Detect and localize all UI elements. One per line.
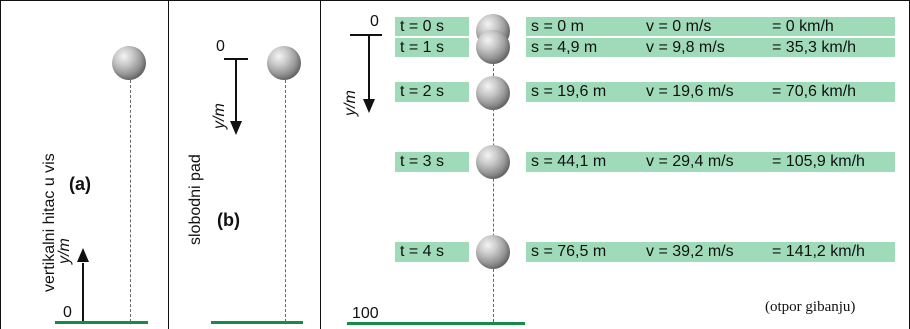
velocity-label: v = 29,4 m/s: [646, 153, 734, 170]
free-fall-label: slobodni pad: [187, 154, 204, 245]
distance-label: s = 0 m: [531, 18, 584, 35]
zero-label: 0: [216, 38, 225, 55]
panel-b: 0 slobodni pad y/m (b): [168, 0, 320, 329]
ball-2s: [476, 76, 510, 110]
left-border: [0, 0, 1, 329]
data-box-3: [526, 152, 895, 172]
time-box-0: [395, 17, 469, 36]
distance-label: s = 76,5 m: [531, 243, 607, 260]
speed-kmh-label: = 141,2 km/h: [772, 243, 865, 260]
data-box-1: [526, 38, 895, 57]
down-arrow-icon: [230, 121, 242, 135]
time-box-2: [395, 82, 469, 102]
time-box-1: [395, 38, 469, 57]
zero-label: 0: [370, 13, 379, 30]
dash-trajectory: [130, 80, 131, 322]
data-box-0: [526, 17, 895, 36]
dash-trajectory: [493, 48, 494, 322]
axis-label: y/m: [211, 103, 228, 129]
ball-4s: [476, 235, 510, 269]
velocity-label: v = 39,2 m/s: [646, 243, 734, 260]
distance-label: s = 4,9 m: [531, 39, 598, 56]
time-label: t = 2 s: [400, 83, 445, 100]
y-axis-line: [82, 263, 84, 321]
y-axis-line: [368, 35, 370, 99]
speed-kmh-label: = 0 km/h: [772, 18, 834, 35]
axis-label: y/m: [56, 238, 73, 264]
time-label: t = 1 s: [400, 39, 445, 56]
panel-label: (a): [69, 174, 91, 194]
distance-label: s = 44,1 m: [531, 153, 607, 170]
down-arrow-icon: [363, 99, 375, 113]
hundred-label: 100: [352, 305, 379, 322]
velocity-label: v = 9,8 m/s: [646, 39, 725, 56]
dash-trajectory: [285, 80, 286, 322]
time-label: t = 3 s: [400, 153, 445, 170]
data-box-4: [526, 242, 895, 262]
speed-kmh-label: = 105,9 km/h: [772, 153, 865, 170]
ball-top: [267, 46, 301, 80]
divider-b-c: [320, 0, 321, 329]
panel-label: (b): [217, 210, 240, 230]
ground-line: [347, 322, 525, 325]
speed-kmh-label: = 70,6 km/h: [772, 83, 857, 100]
distance-label: s = 19,6 m: [531, 83, 607, 100]
ball-top: [112, 46, 146, 80]
panel-a: vertikalni hitac u vis (a) y/m 0: [0, 0, 168, 329]
velocity-label: v = 0 m/s: [646, 18, 712, 35]
time-box-3: [395, 152, 469, 172]
zero-tick: [350, 34, 382, 36]
resistance-note: (otpor gibanju): [765, 299, 856, 315]
velocity-label: v = 19,6 m/s: [646, 83, 734, 100]
time-box-4: [395, 242, 469, 262]
top-border: [0, 0, 910, 1]
data-box-2: [526, 82, 895, 102]
y-axis-line: [235, 59, 237, 121]
zero-label: 0: [63, 304, 72, 321]
panel-c: 0 y/m 100 (otpor gibanju) t = 0 s s = 0 …: [320, 0, 910, 329]
vertical-throw-label: vertikalni hitac u vis: [41, 153, 58, 292]
time-label: t = 4 s: [400, 243, 445, 260]
time-label: t = 0 s: [400, 18, 445, 35]
ball-3s: [476, 145, 510, 179]
up-arrow-icon: [77, 248, 89, 262]
divider-a-b: [168, 0, 169, 329]
speed-kmh-label: = 35,3 km/h: [772, 39, 857, 56]
axis-label: y/m: [342, 90, 359, 116]
ground-line: [55, 321, 148, 324]
ball-1s: [476, 30, 510, 64]
ground-line: [211, 321, 303, 324]
